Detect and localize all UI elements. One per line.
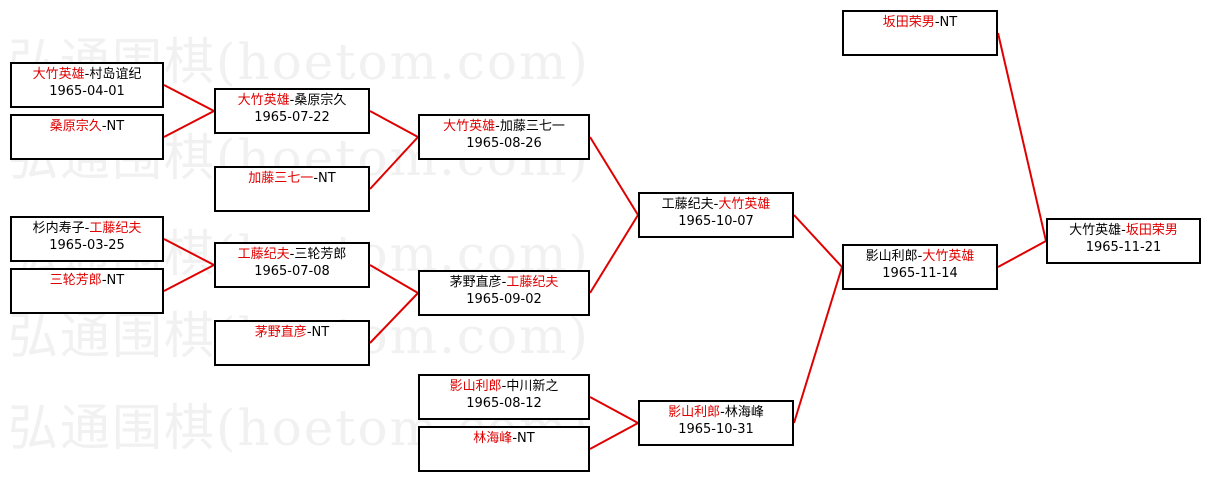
match-players: 三轮芳郎-NT xyxy=(49,273,125,288)
match-box: 大竹英雄-村岛谊纪 1965-04-01 xyxy=(10,62,164,108)
match-date: 1965-08-26 xyxy=(466,136,542,151)
match-date: 1965-10-31 xyxy=(678,422,754,437)
player-name: 林海峰 xyxy=(473,431,513,446)
player-name: 茅野直彦 xyxy=(449,275,502,290)
player-name: 大竹英雄 xyxy=(1069,223,1122,238)
bracket-line xyxy=(163,238,215,266)
player-name: 工藤纪夫 xyxy=(237,247,290,262)
player-name: 大竹英雄 xyxy=(237,93,290,108)
bracket-line xyxy=(589,136,639,216)
match-date: 1965-08-12 xyxy=(466,396,542,411)
match-players: 茅野直彦-工藤纪夫 xyxy=(449,275,559,290)
bracket-line xyxy=(997,32,1047,242)
match-box: 茅野直彦-工藤纪夫 1965-09-02 xyxy=(418,270,590,316)
bracket-line xyxy=(163,110,215,138)
player-name: 影山利郎 xyxy=(668,405,721,420)
match-date: 1965-04-01 xyxy=(49,84,125,99)
match-box: 坂田荣男-NT xyxy=(842,10,998,56)
match-box: 工藤纪夫-三轮芳郎 1965-07-08 xyxy=(214,242,370,288)
match-box: 杉内寿子-工藤纪夫 1965-03-25 xyxy=(10,216,164,262)
player-name: 林海峰 xyxy=(724,405,764,420)
match-box: 大竹英雄-坂田荣男 1965-11-21 xyxy=(1046,218,1201,264)
player-name: 杉内寿子 xyxy=(32,221,85,236)
match-date: 1965-09-02 xyxy=(466,292,542,307)
bracket-line xyxy=(369,264,419,294)
player-name: 大竹英雄 xyxy=(32,67,85,82)
bracket-line xyxy=(793,214,843,268)
match-box: 影山利郎-林海峰 1965-10-31 xyxy=(638,400,794,446)
match-date: 1965-11-21 xyxy=(1085,240,1162,255)
match-players: 影山利郎-大竹英雄 xyxy=(865,249,975,264)
match-players: 林海峰-NT xyxy=(473,431,535,446)
player-name: 坂田荣男 xyxy=(1125,223,1178,238)
player-name: 影山利郎 xyxy=(449,379,502,394)
player-name: 工藤纪夫 xyxy=(506,275,559,290)
match-box: 茅野直彦-NT xyxy=(214,320,370,366)
bracket-line xyxy=(793,266,843,424)
bracket-line xyxy=(589,396,639,424)
player-name: 三轮芳郎 xyxy=(49,273,102,288)
match-players: 大竹英雄-桑原宗久 xyxy=(237,93,347,108)
player-name: 加藤三七一 xyxy=(499,119,565,134)
player-name: 茅野直彦 xyxy=(254,325,307,340)
match-box: 影山利郎-中川新之 1965-08-12 xyxy=(418,374,590,420)
match-box: 桑原宗久-NT xyxy=(10,114,164,160)
player-name: 三轮芳郎 xyxy=(294,247,347,262)
player-name: 中川新之 xyxy=(506,379,559,394)
match-players: 坂田荣男-NT xyxy=(882,15,958,30)
match-players: 大竹英雄-坂田荣男 xyxy=(1069,223,1178,238)
match-players: 工藤纪夫-三轮芳郎 xyxy=(237,247,347,262)
player-name: 村岛谊纪 xyxy=(89,67,142,82)
bracket-line xyxy=(369,110,419,138)
match-players: 加藤三七一-NT xyxy=(248,171,336,186)
match-box: 林海峰-NT xyxy=(418,426,590,472)
match-players: 大竹英雄-加藤三七一 xyxy=(443,119,565,134)
match-date: 1965-11-14 xyxy=(882,266,958,281)
match-players: 茅野直彦-NT xyxy=(254,325,330,340)
match-players: 桑原宗久-NT xyxy=(49,119,125,134)
bracket-line xyxy=(163,264,215,292)
player-name: 桑原宗久 xyxy=(294,93,347,108)
match-players: 杉内寿子-工藤纪夫 xyxy=(32,221,142,236)
match-box: 工藤纪夫-大竹英雄 1965-10-07 xyxy=(638,192,794,238)
match-players: 影山利郎-林海峰 xyxy=(668,405,764,420)
match-date: 1965-03-25 xyxy=(49,238,125,253)
player-name: 大竹英雄 xyxy=(443,119,496,134)
player-name: 影山利郎 xyxy=(865,249,918,264)
match-date: 1965-07-22 xyxy=(254,110,330,125)
bracket-line xyxy=(369,136,419,190)
player-name: 大竹英雄 xyxy=(718,197,771,212)
player-name: 桑原宗久 xyxy=(49,119,102,134)
bracket-line xyxy=(589,422,639,450)
match-box: 加藤三七一-NT xyxy=(214,166,370,212)
match-box: 大竹英雄-加藤三七一 1965-08-26 xyxy=(418,114,590,160)
bracket-line xyxy=(369,292,419,344)
player-name: NT xyxy=(106,273,125,288)
player-name: NT xyxy=(517,431,535,446)
match-date: 1965-10-07 xyxy=(678,214,754,229)
bracket-line xyxy=(997,240,1047,268)
match-box: 影山利郎-大竹英雄 1965-11-14 xyxy=(842,244,998,290)
match-box: 大竹英雄-桑原宗久 1965-07-22 xyxy=(214,88,370,134)
bracket-line xyxy=(589,214,639,294)
match-date: 1965-07-08 xyxy=(254,264,330,279)
match-players: 大竹英雄-村岛谊纪 xyxy=(32,67,142,82)
player-name: NT xyxy=(939,15,958,30)
player-name: 坂田荣男 xyxy=(882,15,935,30)
match-players: 工藤纪夫-大竹英雄 xyxy=(661,197,771,212)
match-box: 三轮芳郎-NT xyxy=(10,268,164,314)
player-name: NT xyxy=(318,171,336,186)
player-name: 工藤纪夫 xyxy=(89,221,142,236)
player-name: 工藤纪夫 xyxy=(661,197,714,212)
player-name: 大竹英雄 xyxy=(922,249,975,264)
match-players: 影山利郎-中川新之 xyxy=(449,379,559,394)
player-name: 加藤三七一 xyxy=(248,171,314,186)
player-name: NT xyxy=(311,325,330,340)
player-name: NT xyxy=(106,119,125,134)
bracket-line xyxy=(163,84,215,112)
